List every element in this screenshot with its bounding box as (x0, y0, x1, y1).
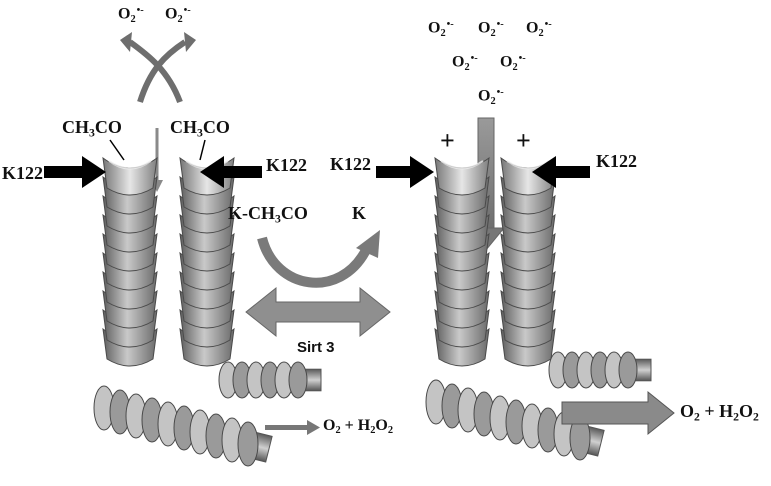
acetyl-label: CH3CO (62, 117, 122, 140)
helix-left-small (218, 361, 322, 399)
equilibrium-double-arrow (245, 286, 391, 338)
superoxide-label: O2•- (478, 87, 504, 107)
acetyl-leader-lines (109, 139, 206, 161)
product-arrow-left (265, 420, 320, 435)
acetylated-column-left (102, 156, 158, 367)
superoxide-label: O2•- (526, 19, 552, 39)
k122-label: K122 (330, 154, 372, 174)
arrowhead-left-up (120, 32, 132, 52)
k122-label: K122 (596, 151, 638, 171)
superoxide-label: O2•- (165, 5, 191, 25)
k122-pointer-arrows (44, 156, 590, 188)
superoxide-label: O2•- (118, 5, 144, 25)
positive-charge: + (516, 126, 531, 155)
products-label: O2 + H2O2 (323, 417, 394, 437)
deacetylated-column-right (500, 156, 556, 367)
superoxide-label: O2•- (428, 19, 454, 39)
helix-turn (618, 351, 638, 389)
k122-label: K122 (2, 163, 44, 183)
enzyme-label: Sirt 3 (297, 339, 335, 356)
superoxide-label: O2•- (478, 19, 504, 39)
acetyl-label: CH3CO (170, 117, 230, 140)
helix-turn (288, 361, 308, 399)
superoxide-label: O2•- (452, 53, 478, 73)
deacetylated-column-left (434, 156, 490, 367)
positive-charge: + (440, 126, 455, 155)
k122-label: K122 (266, 155, 308, 175)
helix-left-long (93, 385, 273, 467)
lysine-label: K (352, 203, 367, 223)
deacetylation-curve-arrow (257, 230, 380, 288)
acetylated-column-right (179, 156, 235, 367)
products-label: O2 + H2O2 (680, 401, 759, 424)
segment-highlight (108, 160, 152, 170)
acetyl-lysine-label: K-CH3CO (228, 203, 308, 226)
superoxide-release-arrows (128, 39, 187, 104)
product-arrow-right (561, 390, 675, 436)
helix-right-small (548, 351, 652, 389)
superoxide-label: O2•- (500, 53, 526, 73)
segment-highlight (440, 160, 484, 170)
helix-turn (237, 421, 259, 467)
arrowhead-right-up (184, 32, 196, 52)
